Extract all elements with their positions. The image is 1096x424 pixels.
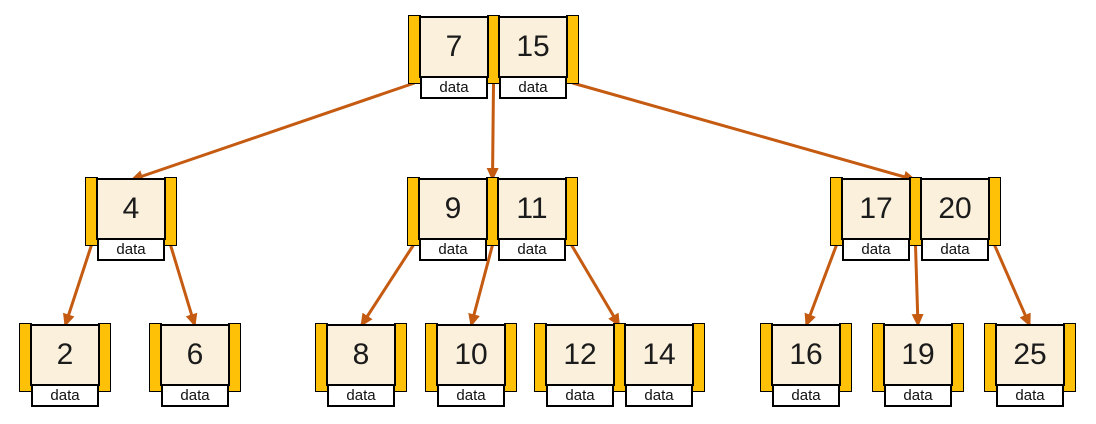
edge-n4-to-n2 (63, 244, 93, 327)
key-cell: 19 (883, 324, 953, 386)
data-pointer-box: data (842, 238, 910, 261)
key-cell: 11 (497, 178, 567, 240)
edge-root-to-n4 (130, 81, 415, 182)
edge-n9-11-to-n12-14 (570, 244, 621, 327)
edge-n17-20-to-n19 (911, 244, 924, 327)
data-pointer-box: data (420, 76, 488, 99)
data-pointer-box: data (546, 384, 614, 407)
data-pointer-box: data (327, 384, 395, 407)
key-cell: 8 (326, 324, 396, 386)
edge-n17-20-to-n25 (993, 244, 1032, 327)
edge-n4-to-n6 (169, 244, 198, 327)
edge-n9-11-to-n10 (468, 244, 494, 327)
key-cell: 4 (96, 178, 166, 240)
key-cell: 14 (624, 324, 694, 386)
key-cell: 7 (419, 16, 489, 78)
data-pointer-box: data (996, 384, 1064, 407)
data-pointer-box: data (161, 384, 229, 407)
key-cell: 17 (841, 178, 911, 240)
edge-n17-20-to-n16 (804, 244, 838, 327)
data-pointer-box: data (625, 384, 693, 407)
edge-n9-11-to-n8 (359, 244, 415, 327)
key-cell: 9 (418, 178, 488, 240)
key-cell: 25 (995, 324, 1065, 386)
edge-root-to-n17-20 (572, 81, 917, 183)
data-pointer-box: data (437, 384, 505, 407)
data-pointer-box: data (884, 384, 952, 407)
data-pointer-box: data (498, 238, 566, 261)
key-cell: 10 (436, 324, 506, 386)
data-pointer-box: data (772, 384, 840, 407)
edge-root-to-n9-11 (486, 82, 499, 181)
data-pointer-box: data (499, 76, 567, 99)
data-pointer-box: data (97, 238, 165, 261)
key-cell: 20 (920, 178, 990, 240)
key-cell: 6 (160, 324, 230, 386)
data-pointer-box: data (31, 384, 99, 407)
key-cell: 16 (771, 324, 841, 386)
key-cell: 15 (498, 16, 568, 78)
data-pointer-box: data (419, 238, 487, 261)
key-cell: 12 (545, 324, 615, 386)
data-pointer-box: data (921, 238, 989, 261)
key-cell: 2 (30, 324, 100, 386)
